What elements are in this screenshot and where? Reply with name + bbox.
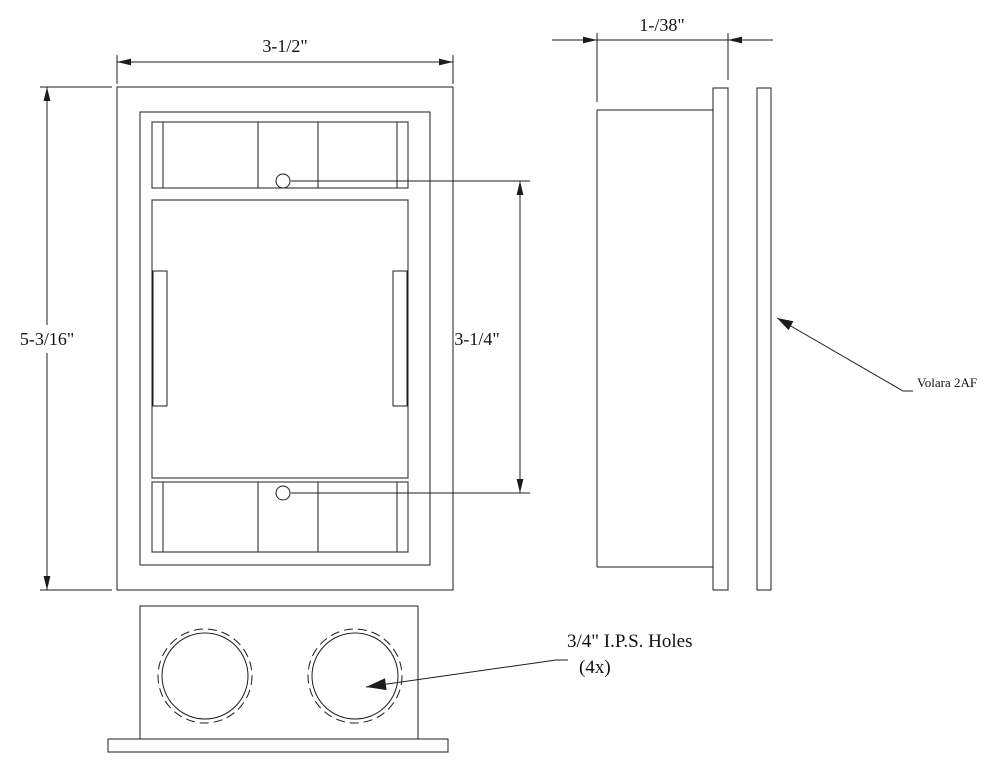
dim-front-height-label: 5-3/16" bbox=[20, 329, 74, 349]
front-top-screw-hole bbox=[275, 173, 291, 189]
dim-arrow-up-icon bbox=[516, 181, 524, 195]
leader-arrow-icon bbox=[777, 318, 794, 331]
holes-label-line2: (4x) bbox=[579, 657, 611, 678]
dim-front-width: 3-1/2" bbox=[116, 36, 454, 84]
ips-hole-left-thread bbox=[157, 628, 253, 724]
side-view bbox=[596, 87, 772, 591]
bottom-flange bbox=[107, 738, 449, 753]
leader-line bbox=[776, 317, 913, 392]
bottom-body bbox=[139, 605, 419, 740]
leader-foam: Volara 2AF bbox=[776, 317, 977, 392]
foam-label: Volara 2AF bbox=[917, 375, 977, 390]
dim-side-depth-label: 1-/38" bbox=[639, 15, 684, 35]
ips-hole-right-thread bbox=[307, 628, 403, 724]
dim-opening-height-label: 3-1/4" bbox=[454, 329, 499, 349]
dim-arrow-down-icon bbox=[43, 576, 51, 590]
leader-holes: 3/4" I.P.S. Holes (4x) bbox=[365, 631, 692, 691]
front-view bbox=[116, 86, 454, 591]
dim-front-width-label: 3-1/2" bbox=[262, 36, 307, 56]
side-foam-strip bbox=[756, 87, 772, 591]
dim-arrow-down-icon bbox=[516, 479, 524, 493]
dim-side-depth: 1-/38" bbox=[552, 15, 773, 102]
ips-hole-left bbox=[161, 632, 249, 720]
dim-front-height: 5-3/16" bbox=[20, 86, 112, 591]
side-flange-plate bbox=[712, 87, 729, 591]
front-left-tab bbox=[152, 270, 168, 407]
front-opening bbox=[151, 199, 409, 479]
leader-line bbox=[365, 659, 568, 688]
ips-hole-right bbox=[311, 632, 399, 720]
front-bottom-band bbox=[151, 481, 409, 553]
dim-arrow-right-icon bbox=[439, 58, 453, 66]
front-bottom-screw-hole bbox=[275, 485, 291, 501]
front-right-tab bbox=[392, 270, 408, 407]
dim-arrow-left-icon bbox=[117, 58, 131, 66]
front-top-band bbox=[151, 121, 409, 189]
front-inner-frame bbox=[139, 111, 431, 566]
dim-arrow-right-icon bbox=[583, 36, 597, 44]
holes-label-line1: 3/4" I.P.S. Holes bbox=[567, 631, 692, 652]
dim-arrow-up-icon bbox=[43, 87, 51, 101]
leader-arrow-icon bbox=[366, 678, 387, 691]
bottom-view bbox=[107, 605, 449, 753]
dim-arrow-left-icon bbox=[728, 36, 742, 44]
dim-opening-height: 3-1/4" bbox=[291, 180, 530, 494]
front-outer-frame bbox=[116, 86, 454, 591]
